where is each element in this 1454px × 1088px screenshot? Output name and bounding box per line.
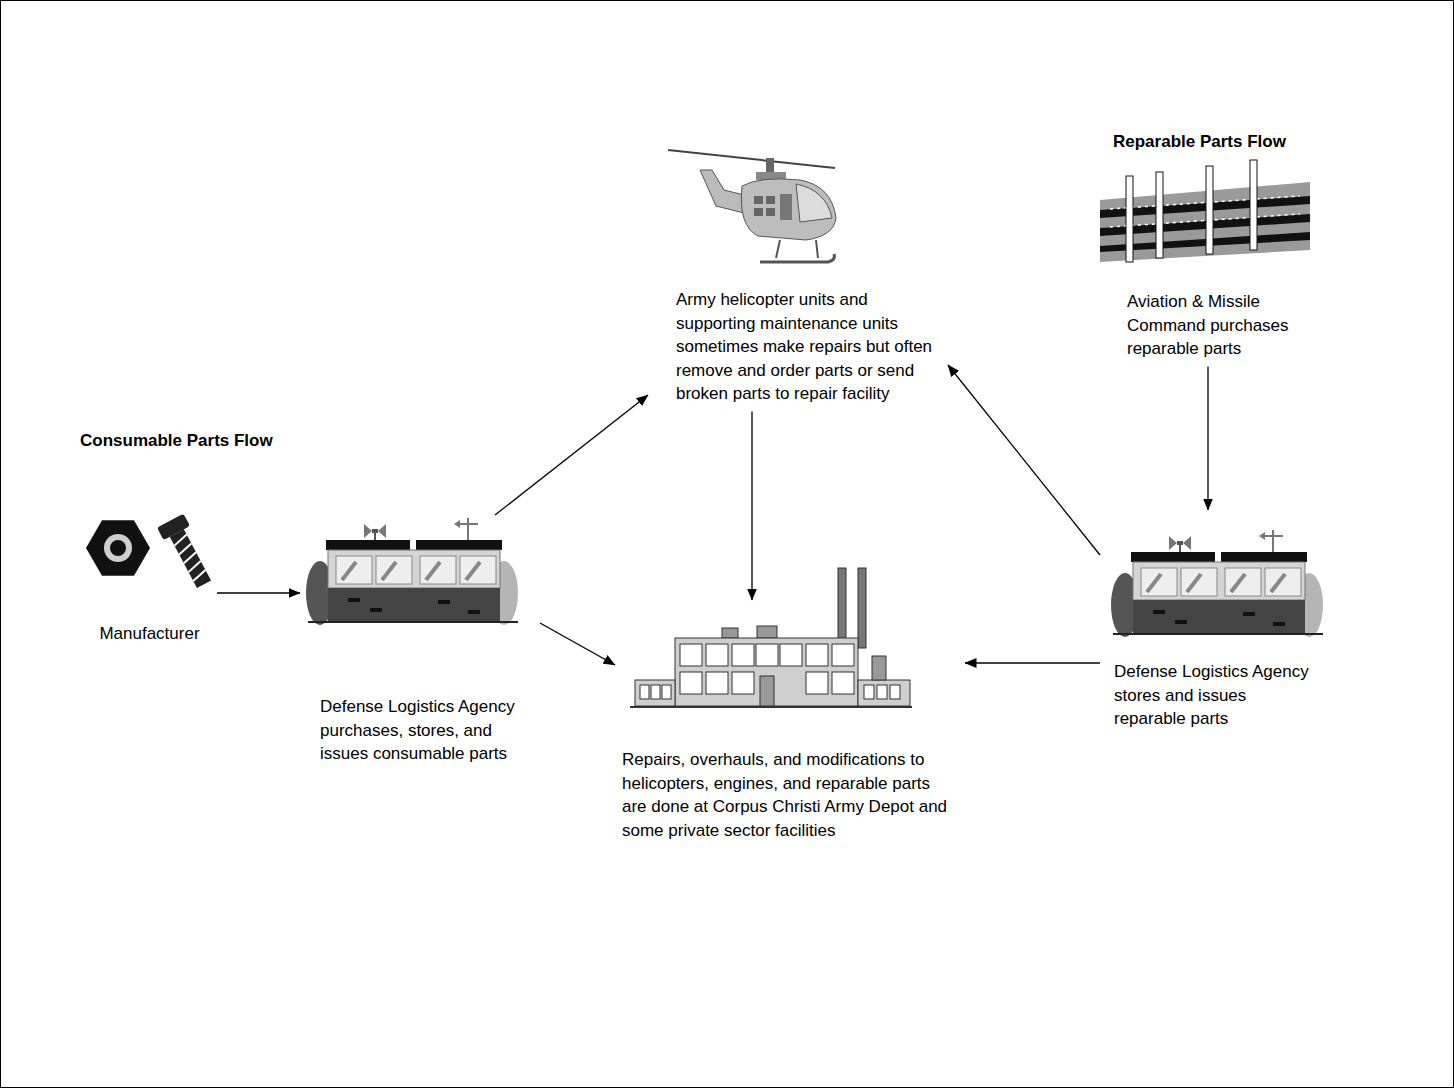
node-caption: Repairs, overhauls, and modifications to… <box>615 748 957 842</box>
flow-heading: Reparable Parts Flow <box>1113 131 1286 153</box>
icon-node: Defense Logistics Agency purchases, stor… <box>300 515 540 772</box>
icon-node: Repairs, overhauls, and modifications to… <box>615 600 965 848</box>
flow-arrow <box>965 662 1100 663</box>
node-caption: Defense Logistics Agency stores and issu… <box>1100 660 1314 731</box>
icon-node: Defense Logistics Agency stores and issu… <box>1100 510 1322 737</box>
flow-arrow <box>217 592 300 593</box>
flow-arrow <box>751 412 752 601</box>
flow-arrow <box>1207 367 1208 511</box>
flow-heading: Consumable Parts Flow <box>80 430 273 452</box>
node-caption: Army helicopter units and supporting mai… <box>648 288 940 406</box>
dla-building-right <box>1111 530 1323 637</box>
command-building-icon <box>1100 160 1310 262</box>
icon-node: Aviation & Missile Command purchases rep… <box>1095 158 1325 367</box>
flow-arrow <box>540 623 615 665</box>
flow-arrow <box>948 365 1100 555</box>
nut-and-screw-icon <box>86 514 217 592</box>
node-caption: Defense Logistics Agency purchases, stor… <box>300 695 532 766</box>
node-caption: Manufacturer <box>82 622 209 646</box>
dla-building-left <box>306 518 518 625</box>
flow-arrow <box>495 395 648 515</box>
depot-factory-icon <box>630 568 912 707</box>
icon-node: Army helicopter units and supporting mai… <box>648 140 948 412</box>
icon-node: Manufacturer <box>82 510 217 652</box>
helicopter-icon <box>668 150 836 262</box>
node-caption: Aviation & Missile Command purchases rep… <box>1095 290 1317 361</box>
